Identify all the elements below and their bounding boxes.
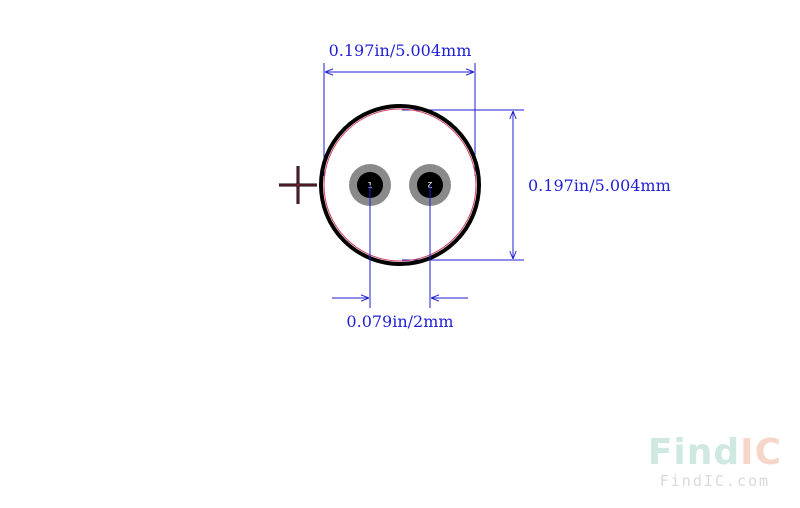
width-dimension: 0.197in/5.004mm	[323, 41, 476, 176]
findic-watermark: FindIC FindIC.com	[648, 434, 782, 491]
pad-2-label: 2	[427, 180, 432, 189]
pitch-dimension: 0.079in/2mm	[332, 185, 468, 331]
pitch-dimension-label: 0.079in/2mm	[346, 312, 453, 331]
logo-ic-text: IC	[740, 432, 782, 473]
courtyard-outline	[323, 108, 477, 262]
polarity-plus-icon	[279, 166, 317, 204]
height-dimension: 0.197in/5.004mm	[402, 109, 671, 261]
watermark-url: FindIC.com	[659, 472, 771, 490]
height-dimension-label: 0.197in/5.004mm	[528, 176, 671, 195]
body-outline	[319, 104, 481, 266]
findic-logo: FindIC	[648, 434, 782, 472]
width-dimension-label: 0.197in/5.004mm	[329, 41, 472, 60]
logo-find-text: Find	[647, 432, 741, 473]
